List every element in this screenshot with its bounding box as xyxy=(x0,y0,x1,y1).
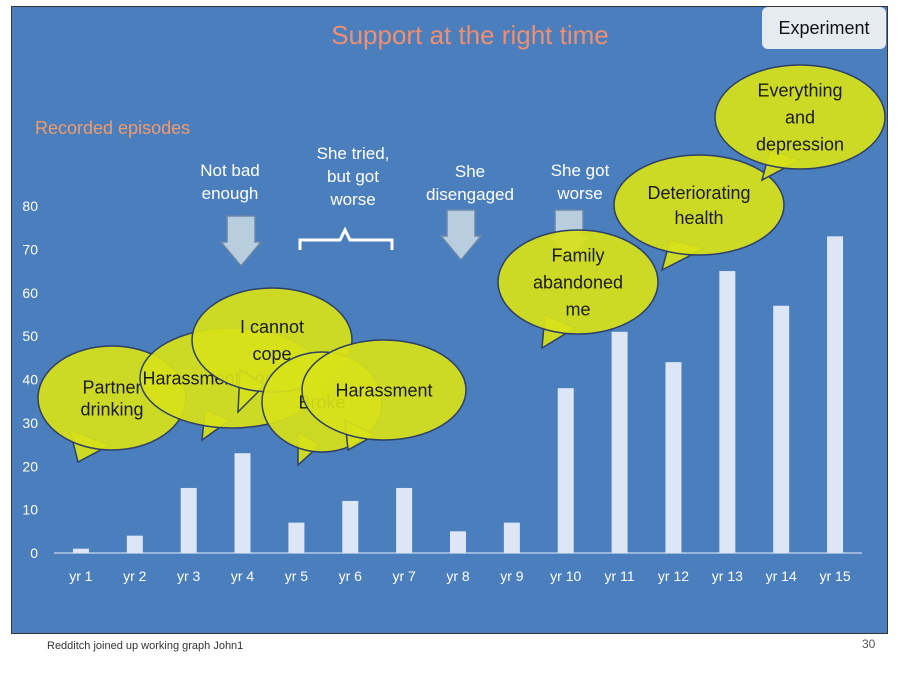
x-tick-label: yr 1 xyxy=(69,568,93,584)
bar xyxy=(342,500,359,553)
speech-bubble-text: depression xyxy=(756,134,844,154)
x-tick-label: yr 8 xyxy=(446,568,470,584)
y-tick-label: 40 xyxy=(22,372,38,388)
speech-bubble-body xyxy=(497,229,659,335)
y-tick-label: 30 xyxy=(22,415,38,431)
bar xyxy=(557,388,574,553)
bar xyxy=(503,522,520,553)
bar xyxy=(450,531,466,553)
footer-text: Redditch joined up working graph John1 xyxy=(47,640,244,652)
bar xyxy=(665,362,682,553)
speech-bubble-family-abandoned-me: Family abandoned me xyxy=(497,229,659,350)
speech-bubble-text: Harassment xyxy=(335,380,432,400)
speech-bubble-deteriorating-health: Deteriorating health xyxy=(613,154,785,272)
down-arrow-icon xyxy=(219,215,263,268)
y-tick-label: 60 xyxy=(22,285,38,301)
x-tick-label: yr 7 xyxy=(392,568,416,584)
y-tick-label: 0 xyxy=(30,545,38,561)
brace-icon xyxy=(298,226,394,250)
speech-bubble-text: Family xyxy=(552,245,605,265)
x-tick-label: yr 15 xyxy=(820,568,851,584)
x-tick-label: yr 3 xyxy=(177,568,201,584)
speech-bubble-text: me xyxy=(565,299,590,319)
bar xyxy=(396,487,413,553)
bar xyxy=(234,453,251,553)
y-axis-label: Recorded episodes xyxy=(35,118,191,138)
bar xyxy=(719,271,736,553)
x-tick-label: yr 12 xyxy=(658,568,689,584)
speech-bubble-text: cope xyxy=(252,344,291,364)
page-number: 30 xyxy=(862,637,876,651)
bar xyxy=(126,535,143,553)
speech-bubble-text: and xyxy=(785,107,815,127)
experiment-badge: Experiment xyxy=(762,7,886,49)
speech-bubble-text: Everything xyxy=(757,80,842,100)
x-tick-label: yr 5 xyxy=(285,568,309,584)
y-tick-label: 10 xyxy=(22,502,38,518)
y-tick-label: 80 xyxy=(22,198,38,214)
bar xyxy=(72,548,89,553)
bar xyxy=(611,331,628,553)
x-tick-label: yr 6 xyxy=(339,568,363,584)
speech-bubble-body xyxy=(301,339,467,441)
speech-bubble-everything-and-depression: Everything and depression xyxy=(714,64,886,182)
speech-bubble-body xyxy=(613,154,785,256)
x-tick-label: yr 9 xyxy=(500,568,524,584)
down-arrow-icon xyxy=(439,209,483,262)
bar xyxy=(827,236,844,554)
speech-bubble-text: abandoned xyxy=(533,272,623,292)
speech-bubble-harassment: Harassment xyxy=(301,339,467,452)
y-tick-label: 70 xyxy=(22,241,38,257)
x-tick-label: yr 2 xyxy=(123,568,147,584)
x-tick-label: yr 11 xyxy=(605,568,635,584)
x-tick-label: yr 4 xyxy=(231,568,255,584)
speech-bubble-body xyxy=(714,64,886,170)
speech-bubble-text: Deteriorating xyxy=(647,183,750,203)
y-tick-label: 50 xyxy=(22,328,38,344)
page-title: Support at the right time xyxy=(331,20,609,50)
y-tick-label: 20 xyxy=(22,458,38,474)
speech-bubble-text: I cannot xyxy=(240,317,304,337)
x-tick-label: yr 13 xyxy=(712,568,743,584)
x-tick-label: yr 10 xyxy=(550,568,581,584)
speech-bubble-text: health xyxy=(674,208,723,228)
bar xyxy=(180,487,197,553)
bar xyxy=(288,522,305,553)
speech-bubble-text: drinking xyxy=(80,399,143,419)
x-tick-label: yr 14 xyxy=(766,568,797,584)
bar xyxy=(773,305,790,553)
speech-bubble-text: Partner xyxy=(82,377,141,397)
